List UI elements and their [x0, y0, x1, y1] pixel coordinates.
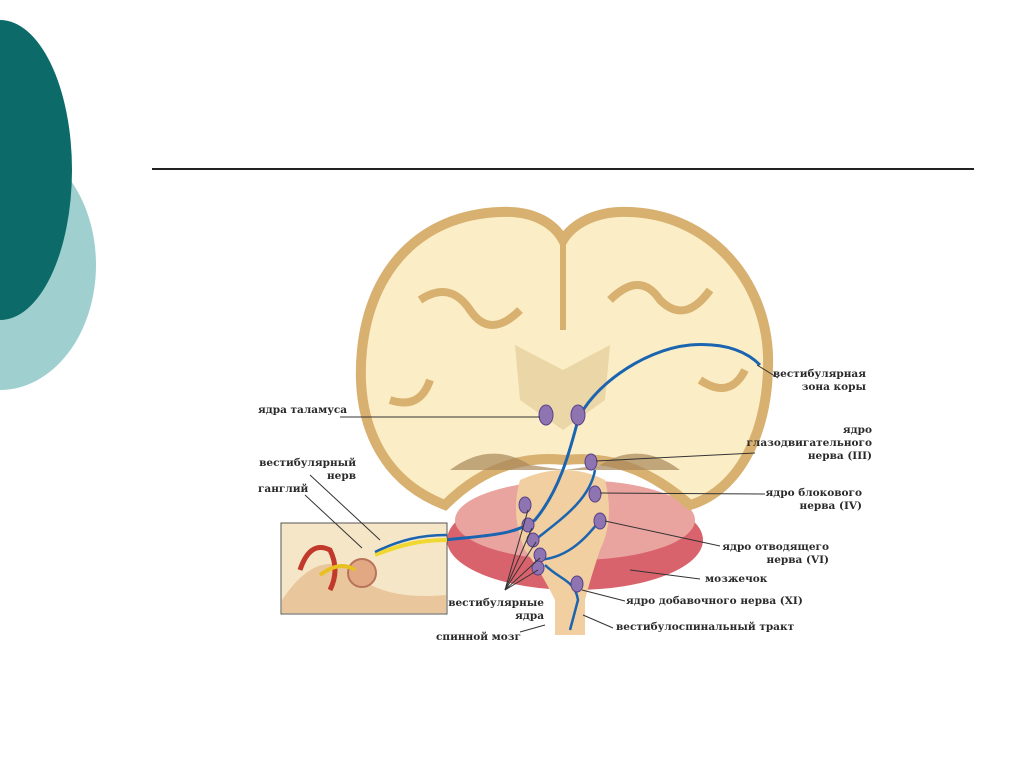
label-vestibulospinal-tract: вестибулоспинальный тракт — [616, 621, 795, 633]
label-line: ядра — [515, 610, 544, 622]
label-line: ядро блокового — [765, 487, 863, 499]
label-vestibular-cortex: вестибулярная зона коры — [770, 368, 866, 394]
label-line: нерв — [326, 470, 356, 482]
label-spinal-cord: спинной мозг — [436, 631, 521, 643]
thalamus-nucleus-left — [538, 404, 554, 426]
label-line: ядро отводящего — [722, 541, 829, 553]
label-line: нерва (III) — [807, 450, 872, 462]
label-line: нерва (VI) — [766, 554, 829, 566]
label-line: зона коры — [801, 381, 866, 393]
label-abducens-nucleus: ядро отводящего нерва (VI) — [700, 541, 829, 567]
label-line: вестибулярная — [772, 368, 866, 380]
label-line: вестибулярные — [448, 597, 544, 609]
label-line: нерва (IV) — [799, 500, 862, 512]
label-line: глазодвигательного — [746, 437, 872, 449]
label-thalamus-nuclei: ядра таламуса — [258, 404, 348, 416]
title-divider — [152, 168, 974, 170]
label-vestibular-nuclei: вестибулярные ядра — [420, 597, 544, 623]
label-cerebellum: мозжечок — [705, 573, 768, 585]
label-ganglion: ганглий — [258, 483, 309, 495]
label-trochlear-nucleus: ядро блокового нерва (IV) — [740, 487, 863, 513]
label-line: вестибулярный — [259, 457, 356, 469]
thalamus-nucleus-right — [570, 404, 586, 426]
label-vestibular-nerve: вестибулярный нерв — [258, 457, 356, 483]
label-accessory-nucleus: ядро добавочного нерва (XI) — [626, 595, 803, 607]
label-line: ядро — [842, 424, 872, 436]
label-oculomotor-nucleus: ядро глазодвигательного нерва (III) — [740, 424, 872, 463]
